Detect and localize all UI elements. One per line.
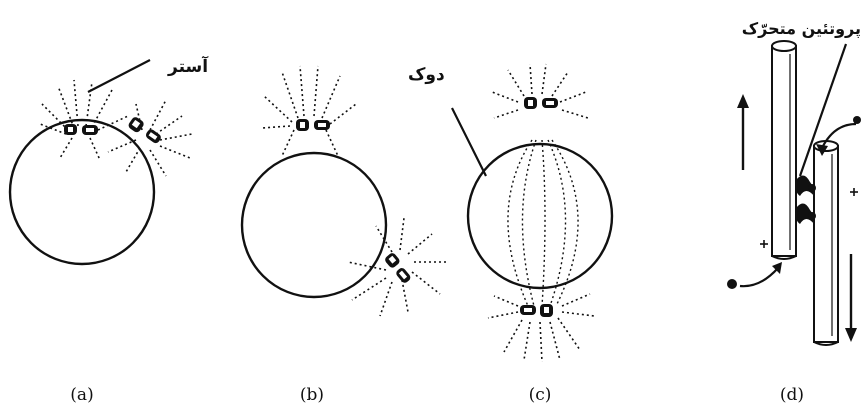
nucleus-circle-a bbox=[10, 120, 154, 264]
nucleus-circle-b bbox=[242, 153, 386, 297]
centrosome-b1 bbox=[296, 119, 330, 131]
centrosome-b2 bbox=[384, 252, 412, 285]
aster-rays-c1 bbox=[492, 64, 588, 118]
panel-a: آستر (a) bbox=[10, 55, 209, 405]
curved-arrow-left-icon bbox=[727, 262, 782, 289]
dook-label: دوک bbox=[408, 65, 445, 85]
aster-rays-b1 bbox=[262, 66, 356, 156]
panel-b: (b) bbox=[242, 66, 446, 405]
microtubule-left bbox=[772, 41, 796, 259]
up-arrow-icon bbox=[737, 94, 749, 170]
panel-caption-c: (c) bbox=[529, 385, 552, 405]
nucleus-circle-c bbox=[468, 144, 612, 288]
protein-label: پروتئین متحرّک bbox=[742, 19, 861, 39]
microtubule-right bbox=[814, 141, 838, 345]
panel-c: دوک (c) bbox=[408, 64, 612, 405]
aster-rays-c2 bbox=[488, 294, 594, 362]
centrosome-c2 bbox=[520, 304, 553, 317]
spindle-fibers bbox=[508, 140, 578, 306]
panel-d: پروتئین متحرّک (d) bbox=[727, 19, 861, 405]
aster-rays-b2 bbox=[348, 218, 446, 316]
aster-label: آستر bbox=[167, 55, 209, 77]
panel-caption-d: (d) bbox=[780, 385, 804, 405]
dook-leader-line bbox=[452, 108, 486, 176]
motor-protein-bridges bbox=[796, 175, 817, 224]
panel-caption-a: (a) bbox=[70, 385, 93, 405]
panel-caption-b: (b) bbox=[300, 385, 324, 405]
down-arrow-icon bbox=[845, 254, 857, 342]
centrosome-c1 bbox=[524, 97, 558, 109]
aster-leader-line bbox=[88, 60, 150, 92]
centrosome-a1 bbox=[64, 124, 98, 135]
